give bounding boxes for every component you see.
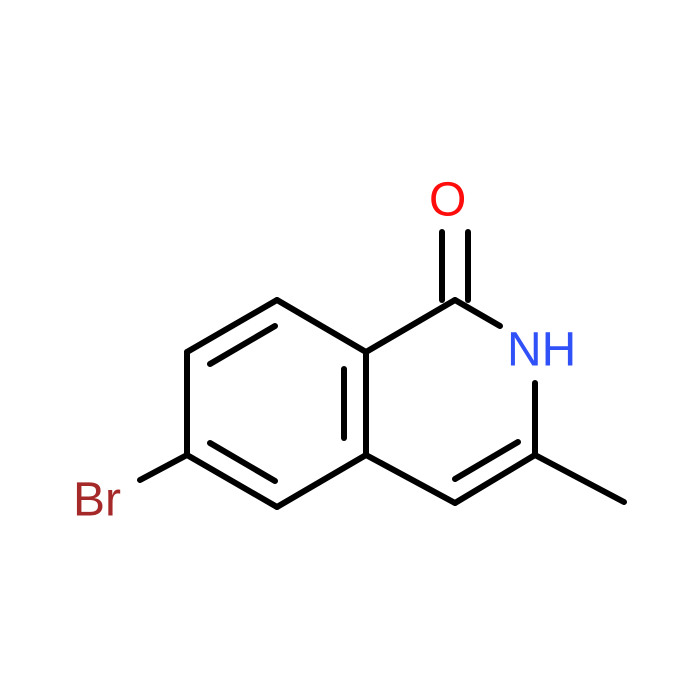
inner-bond-c3-c4: [452, 439, 521, 482]
bond-c4-c8a: [363, 452, 458, 506]
bond-c3-c4: [452, 452, 538, 506]
bond-c7-c8: [184, 452, 280, 510]
methyl-bond: [532, 452, 627, 505]
inner-bond-c7-c8: [207, 440, 278, 484]
oxygen-atom-label: O: [429, 174, 466, 227]
bromine-bond: [137, 452, 190, 483]
bond-c8-c8a: [274, 452, 369, 510]
bond-c5-c6: [184, 297, 280, 355]
bond-c4a-c1: [363, 297, 458, 355]
bond-c1-n2: [452, 297, 503, 329]
bromine-atom-label: Br: [73, 474, 121, 527]
nitrogen-atom-label: NH: [507, 324, 576, 377]
bond-c4a-c5: [274, 297, 369, 355]
inner-bond-c5-c6: [207, 323, 278, 367]
